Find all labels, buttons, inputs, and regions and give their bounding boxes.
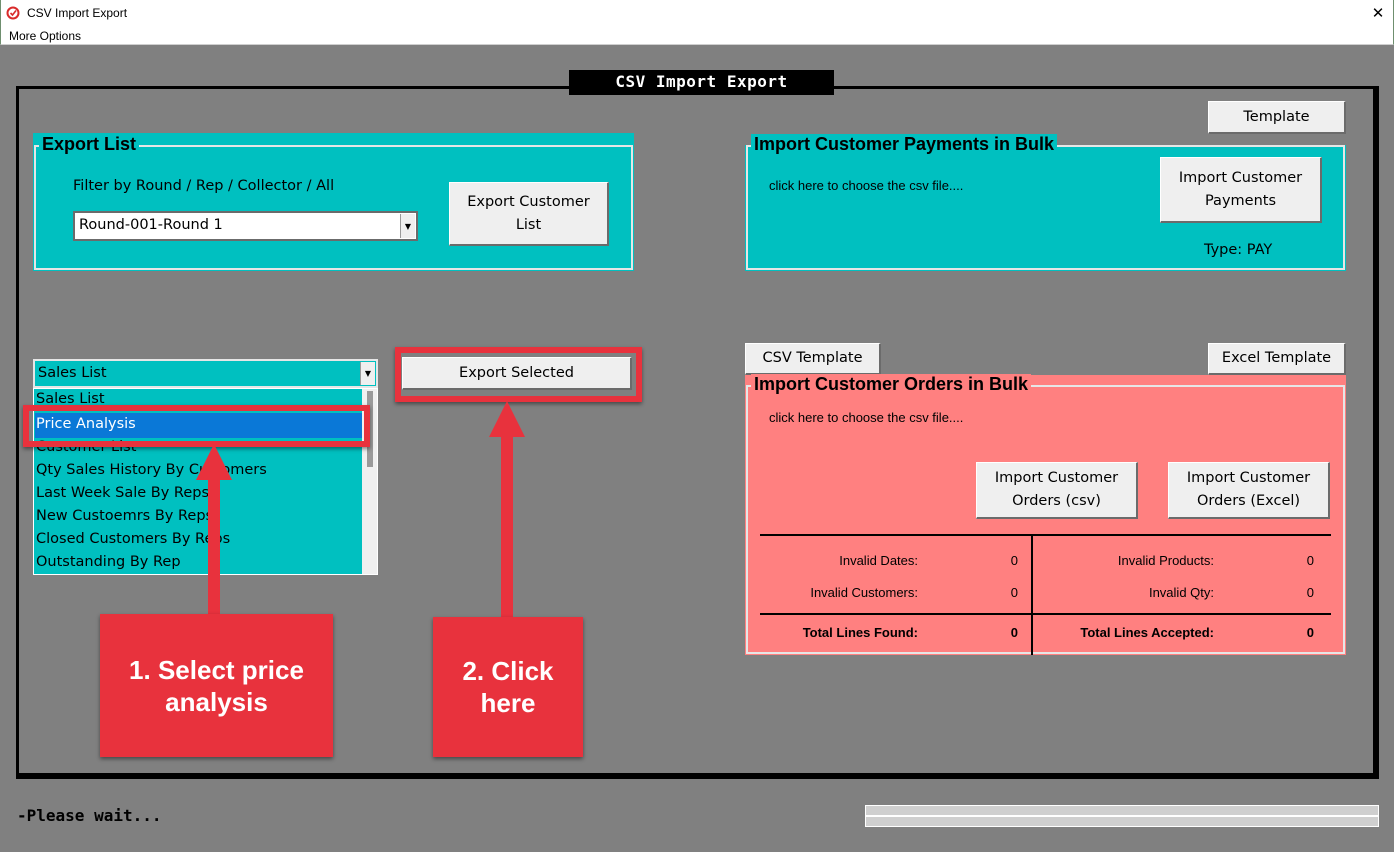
- csv-template-label: CSV Template: [762, 350, 863, 366]
- highlight-price-analysis: [23, 405, 370, 447]
- import-payments-label: Import Customer Payments in Bulk: [751, 134, 1058, 155]
- invalid-customers-label: Invalid Customers:: [810, 585, 918, 600]
- chevron-down-icon[interactable]: ▼: [400, 214, 415, 238]
- list-item[interactable]: Last Week Sale By Reps: [36, 485, 210, 501]
- export-list-frame: [34, 145, 633, 270]
- invalid-dates-value: 0: [1010, 553, 1018, 568]
- payments-file-chooser[interactable]: click here to choose the csv file....: [769, 178, 964, 193]
- close-icon[interactable]: ✕: [1371, 4, 1385, 22]
- export-customer-list-label: Export Customer List: [467, 193, 590, 233]
- stats-divider-bottom: [760, 613, 1331, 615]
- invalid-qty-value: 0: [1306, 585, 1314, 600]
- total-lines-accepted-label: Total Lines Accepted:: [1080, 625, 1214, 640]
- total-lines-found-value: 0: [1010, 625, 1018, 640]
- report-type-select[interactable]: Sales List ▼: [33, 359, 378, 388]
- arrow-up-icon: [196, 444, 232, 480]
- round-filter-value: Round-001-Round 1: [79, 217, 223, 233]
- export-selected-label: Export Selected: [459, 364, 574, 381]
- menu-item-more-options[interactable]: More Options: [9, 29, 82, 43]
- list-item[interactable]: Outstanding By Rep: [36, 554, 181, 570]
- total-lines-found-label: Total Lines Found:: [802, 625, 918, 640]
- import-customer-payments-label: Import Customer Payments: [1178, 169, 1303, 209]
- export-selected-button[interactable]: Export Selected: [402, 357, 632, 390]
- excel-template-label: Excel Template: [1221, 350, 1332, 366]
- import-orders-csv-button[interactable]: Import Customer Orders (csv): [976, 462, 1138, 519]
- list-item[interactable]: Sales List: [36, 391, 105, 407]
- invalid-products-label: Invalid Products:: [1117, 553, 1214, 568]
- menu-bar: More Options: [0, 26, 1394, 45]
- title-bar: CSV Import Export ✕: [0, 0, 1394, 26]
- invalid-qty-label: Invalid Qty:: [1148, 585, 1214, 600]
- progress-bar: [865, 805, 1379, 827]
- status-text: -Please wait...: [17, 806, 162, 825]
- payments-template-button[interactable]: Template: [1208, 101, 1346, 134]
- import-orders-excel-label: Import Customer Orders (Excel): [1186, 470, 1311, 509]
- highlight-export-selected: [395, 347, 642, 402]
- payments-template-label: Template: [1243, 108, 1310, 125]
- total-lines-accepted-value: 0: [1306, 625, 1314, 640]
- app-logo-icon: [6, 6, 20, 20]
- list-item[interactable]: Closed Customers By Reps: [36, 531, 231, 547]
- invalid-dates-label: Invalid Dates:: [839, 553, 918, 568]
- import-orders-label: Import Customer Orders in Bulk: [751, 374, 1032, 395]
- list-item[interactable]: Qty Sales History By Customers: [36, 462, 267, 478]
- invalid-customers-value: 0: [1010, 585, 1018, 600]
- list-item-selected-highlight: [35, 413, 362, 438]
- callout-step-2: 2. Click here: [433, 617, 583, 757]
- callout-step-1-text: 1. Select price analysis: [129, 654, 304, 717]
- arrow-1-shaft: [208, 476, 220, 616]
- arrow-2-shaft: [501, 432, 513, 618]
- invalid-products-value: 0: [1306, 553, 1314, 568]
- window-title: CSV Import Export: [27, 6, 128, 20]
- import-orders-frame: [746, 385, 1345, 654]
- import-customer-payments-button[interactable]: Import Customer Payments: [1160, 157, 1322, 223]
- report-type-value: Sales List: [38, 365, 107, 381]
- callout-step-1: 1. Select price analysis: [100, 614, 333, 757]
- excel-template-button[interactable]: Excel Template: [1208, 343, 1346, 375]
- import-orders-csv-label: Import Customer Orders (csv): [994, 470, 1119, 509]
- stats-divider-vertical: [1031, 535, 1033, 655]
- chevron-down-icon[interactable]: ▼: [360, 362, 375, 385]
- list-item[interactable]: Price Analysis: [36, 416, 136, 432]
- report-type-listbox[interactable]: Sales List Price Analysis Customer List …: [33, 388, 378, 575]
- list-item[interactable]: New Custoemrs By Reps: [36, 508, 214, 524]
- scrollbar-thumb[interactable]: [367, 391, 373, 467]
- filter-label: Filter by Round / Rep / Collector / All: [73, 178, 335, 194]
- import-orders-excel-button[interactable]: Import Customer Orders (Excel): [1168, 462, 1330, 519]
- frame-title: CSV Import Export: [569, 70, 834, 95]
- payment-type-text: Type: PAY: [1204, 242, 1273, 258]
- arrow-up-icon: [489, 401, 525, 437]
- export-customer-list-button[interactable]: Export Customer List: [449, 182, 609, 246]
- progress-bar-track: [866, 815, 1378, 817]
- csv-template-button[interactable]: CSV Template: [745, 343, 881, 375]
- export-list-label: Export List: [39, 134, 140, 155]
- orders-file-chooser[interactable]: click here to choose the csv file....: [769, 410, 964, 425]
- round-filter-select[interactable]: Round-001-Round 1 ▼: [73, 211, 418, 241]
- stats-divider-top: [760, 534, 1331, 536]
- callout-step-2-text: 2. Click here: [462, 656, 554, 718]
